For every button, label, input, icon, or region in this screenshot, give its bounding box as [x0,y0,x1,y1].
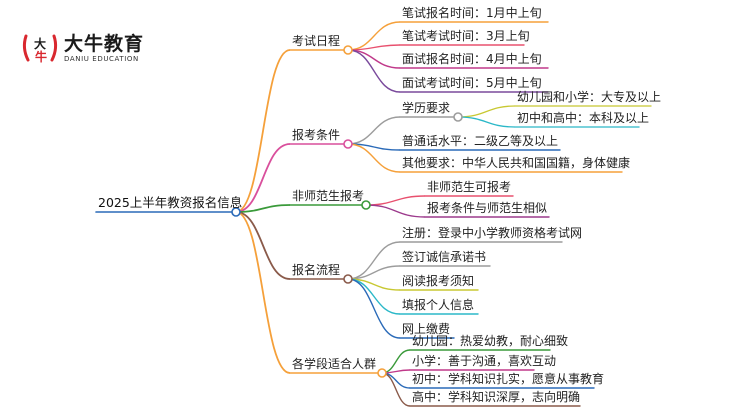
grandchild-link-1-0-1 [457,116,516,128]
child-node-0-0[interactable]: 笔试报名时间：1月中上旬 [402,6,542,20]
branch-link-2 [235,204,291,213]
child-link-1-0 [347,116,401,145]
branch-collapse-dot-4[interactable] [377,368,387,378]
branch-node-0[interactable]: 考试日程 [292,34,341,48]
child-node-3-1[interactable]: 签订诚信承诺书 [402,250,487,264]
brand-logo: 大 牛 大牛教育 DANIU EDUCATION [20,28,144,68]
child-link-3-4 [347,278,401,339]
child-node-4-1[interactable]: 小学：善于沟通，喜欢互动 [412,354,557,368]
child-node-1-0[interactable]: 学历要求 [402,101,451,115]
child-node-2-1[interactable]: 报考条件与师范生相似 [427,201,548,215]
child-link-1-2 [347,143,401,173]
child-link-3-0 [347,241,401,280]
branch-collapse-dot-3[interactable] [343,274,353,284]
child-link-0-3 [347,49,401,93]
brand-mark-char-2: 牛 [35,49,47,64]
child-node-3-4[interactable]: 网上缴费 [402,322,451,336]
brand-mark-icon: 大 牛 [22,34,58,64]
brand-name-en: DANIU EDUCATION [64,54,139,63]
child-node-1-2[interactable]: 其他要求：中华人民共和国国籍，身体健康 [402,156,631,170]
branch-node-2[interactable]: 非师范生报考 [292,189,365,203]
child-link-0-2 [347,49,401,69]
child-link-4-3 [381,372,411,407]
child-collapse-dot-1-0[interactable] [453,112,463,122]
branch-node-3[interactable]: 报名流程 [292,263,341,277]
branch-node-4[interactable]: 各学段适合人群 [292,357,377,371]
child-node-4-3[interactable]: 高中：学科知识深厚，志向明确 [412,390,581,404]
child-node-4-2[interactable]: 初中：学科知识扎实，愿意从事教育 [412,372,605,386]
grandchild-node-1-0-0[interactable]: 幼儿园和小学：大专及以上 [517,90,662,104]
root-node-label[interactable]: 2025上半年教资报名信息 [98,195,243,210]
child-link-2-0 [365,195,426,206]
child-node-0-1[interactable]: 笔试考试时间：3月上旬 [402,29,530,43]
branch-link-3 [235,211,291,280]
grandchild-link-1-0-0 [457,105,516,118]
branch-link-4 [235,211,291,374]
branch-node-1[interactable]: 报考条件 [292,128,341,142]
child-link-0-1 [347,44,401,51]
root-collapse-dot[interactable] [231,207,241,217]
grandchild-node-1-0-1[interactable]: 初中和高中：本科及以上 [517,111,650,125]
child-node-3-0[interactable]: 注册：登录中小学教师资格考试网 [402,226,583,240]
child-link-2-1 [365,204,426,218]
brand-name: 大牛教育 [64,32,145,55]
branch-link-0 [235,49,291,213]
child-node-1-1[interactable]: 普通话水平：二级乙等及以上 [402,134,559,148]
branch-collapse-dot-1[interactable] [343,139,353,149]
branch-collapse-dot-0[interactable] [343,45,353,55]
branch-collapse-dot-2[interactable] [361,200,371,210]
child-node-4-0[interactable]: 幼儿园：热爱幼教，耐心细致 [412,334,569,348]
child-node-2-0[interactable]: 非师范生可报考 [427,180,512,194]
child-node-3-2[interactable]: 阅读报考须知 [402,274,475,288]
child-node-3-3[interactable]: 填报个人信息 [402,298,475,312]
brand-mark-char-1: 大 [34,36,46,51]
child-node-0-2[interactable]: 面试报名时间：4月中上旬 [402,52,542,66]
child-node-0-3[interactable]: 面试考试时间：5月中上旬 [402,76,542,90]
branch-link-1 [235,143,291,213]
brand-text: 大牛教育 DANIU EDUCATION [64,33,144,64]
